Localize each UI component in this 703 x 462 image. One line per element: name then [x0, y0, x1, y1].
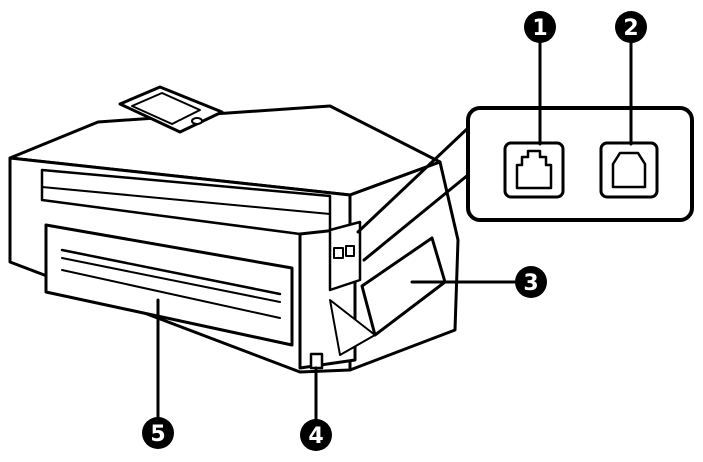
zoom-connector-top	[356, 126, 470, 234]
control-panel-button	[191, 117, 203, 125]
svg-text:1: 1	[532, 16, 547, 41]
small-usb-port	[345, 245, 355, 257]
callout-1: 1	[524, 11, 556, 43]
paper-slot-frame	[44, 223, 294, 347]
svg-text:3: 3	[523, 271, 538, 296]
callout-2: 2	[615, 11, 647, 43]
zoom-connector-bottom	[362, 173, 470, 262]
port-block	[328, 220, 362, 292]
svg-text:2: 2	[623, 16, 638, 41]
ac-inlet	[309, 352, 324, 370]
paper-slot	[44, 223, 294, 347]
svg-text:5: 5	[150, 422, 165, 447]
svg-text:4: 4	[308, 424, 323, 449]
small-lan-port	[333, 247, 344, 259]
callout-3: 3	[515, 266, 547, 298]
callout-5: 5	[142, 417, 174, 449]
control-panel-screen	[131, 92, 201, 125]
callout-4: 4	[300, 419, 332, 451]
usb-b-port-icon	[599, 141, 659, 199]
ethernet-port-icon	[503, 141, 565, 199]
rear-cover	[329, 236, 447, 356]
